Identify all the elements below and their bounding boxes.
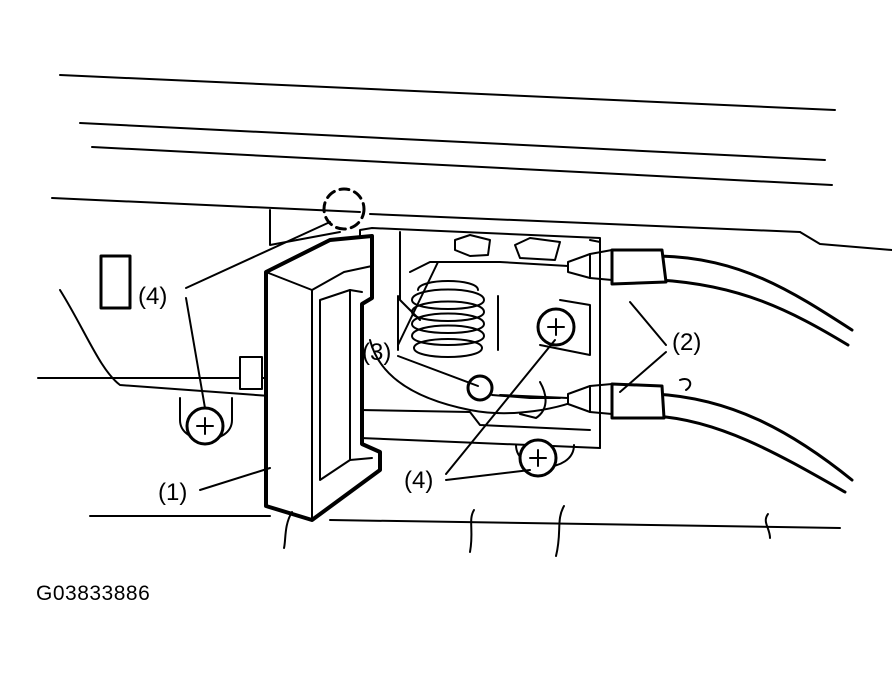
housing-screw-bottom: [515, 438, 575, 478]
callout-4-left: (4): [138, 283, 167, 310]
coil-spring: [397, 280, 499, 358]
callout-2: (2): [672, 329, 701, 356]
callout-3: (3): [362, 339, 391, 366]
panel-slot: [99, 254, 132, 310]
clip-location-marker: [322, 187, 366, 231]
body-panel: [37, 74, 892, 529]
harness-wires: [283, 505, 771, 557]
callout-4-bottom: (4): [404, 467, 433, 494]
cables: [409, 239, 854, 494]
cover-part: [264, 234, 382, 522]
left-mounting-screw: [179, 397, 233, 446]
callout-1: (1): [158, 479, 187, 506]
leader-lines: [185, 221, 667, 491]
locating-pin: [239, 356, 263, 390]
housing-screw-top: [536, 307, 576, 347]
figure-id: G03833886: [36, 582, 151, 605]
